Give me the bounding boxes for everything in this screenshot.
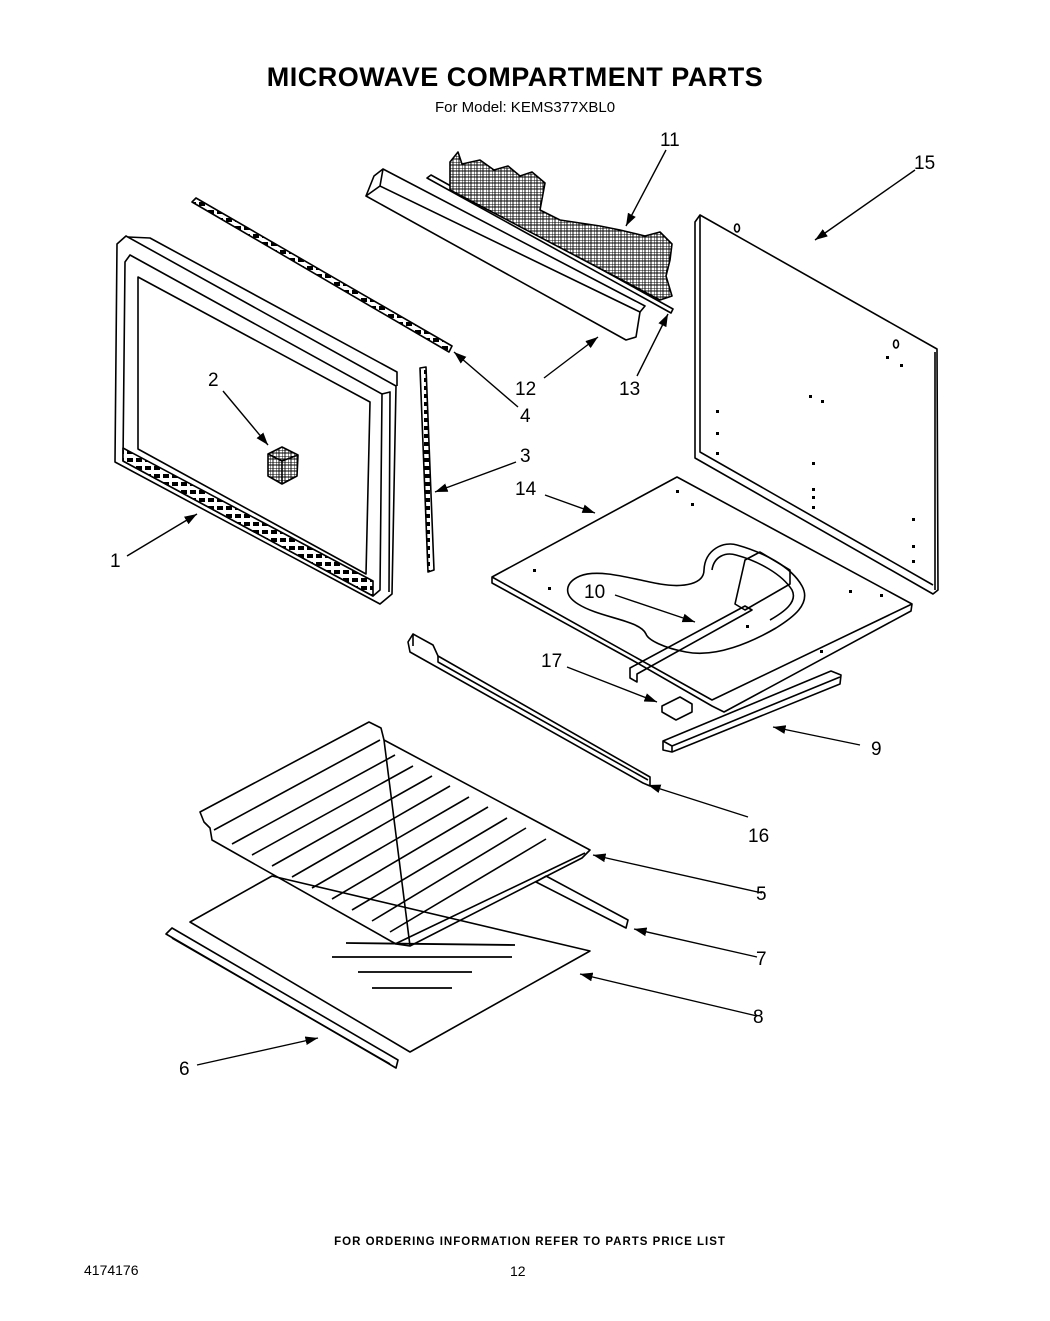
page-title: MICROWAVE COMPARTMENT PARTS xyxy=(266,62,764,92)
callout-5: 5 xyxy=(756,884,767,905)
page-number: 12 xyxy=(510,1263,526,1279)
floor-plate-part-14 xyxy=(491,476,913,713)
seal-strip-part-4 xyxy=(191,197,453,353)
sheet-part-8 xyxy=(189,875,591,1053)
callout-14: 14 xyxy=(515,479,537,500)
callout-10: 10 xyxy=(584,582,606,603)
model-subtitle: For Model: KEMS377XBL0 xyxy=(434,99,616,116)
door-frame-part-1 xyxy=(114,235,398,605)
callout-13: 13 xyxy=(619,379,641,400)
callout-12: 12 xyxy=(515,379,537,400)
grid-tray-part-5 xyxy=(199,721,591,947)
seal-strip-part-3 xyxy=(419,366,435,573)
ordering-note: FOR ORDERING INFORMATION REFER TO PARTS … xyxy=(334,1236,726,1248)
callout-6: 6 xyxy=(179,1059,190,1080)
callout-1: 1 xyxy=(110,551,121,572)
callout-9: 9 xyxy=(871,739,882,760)
leader-lines xyxy=(126,149,916,1066)
callout-17: 17 xyxy=(541,651,563,672)
rail-part-16 xyxy=(407,633,651,787)
callout-2: 2 xyxy=(208,370,219,391)
rear-panel-part-15 xyxy=(694,214,939,595)
bracket-part-17 xyxy=(629,551,791,721)
rail-part-6 xyxy=(165,927,399,1069)
block-part-2 xyxy=(267,446,299,485)
callout-15: 15 xyxy=(914,153,936,174)
mesh-shield-part-11 xyxy=(449,151,673,301)
callout-4: 4 xyxy=(520,406,531,427)
strip-part-13 xyxy=(426,174,674,314)
rail-part-9 xyxy=(662,670,842,753)
callout-16: 16 xyxy=(748,826,770,847)
document-number: 4174176 xyxy=(84,1262,139,1278)
rail-part-7 xyxy=(535,875,629,929)
channel-part-12 xyxy=(365,168,646,341)
callout-3: 3 xyxy=(520,446,531,467)
callout-8: 8 xyxy=(753,1007,764,1028)
callout-7: 7 xyxy=(756,949,767,970)
callout-11: 11 xyxy=(660,130,680,151)
